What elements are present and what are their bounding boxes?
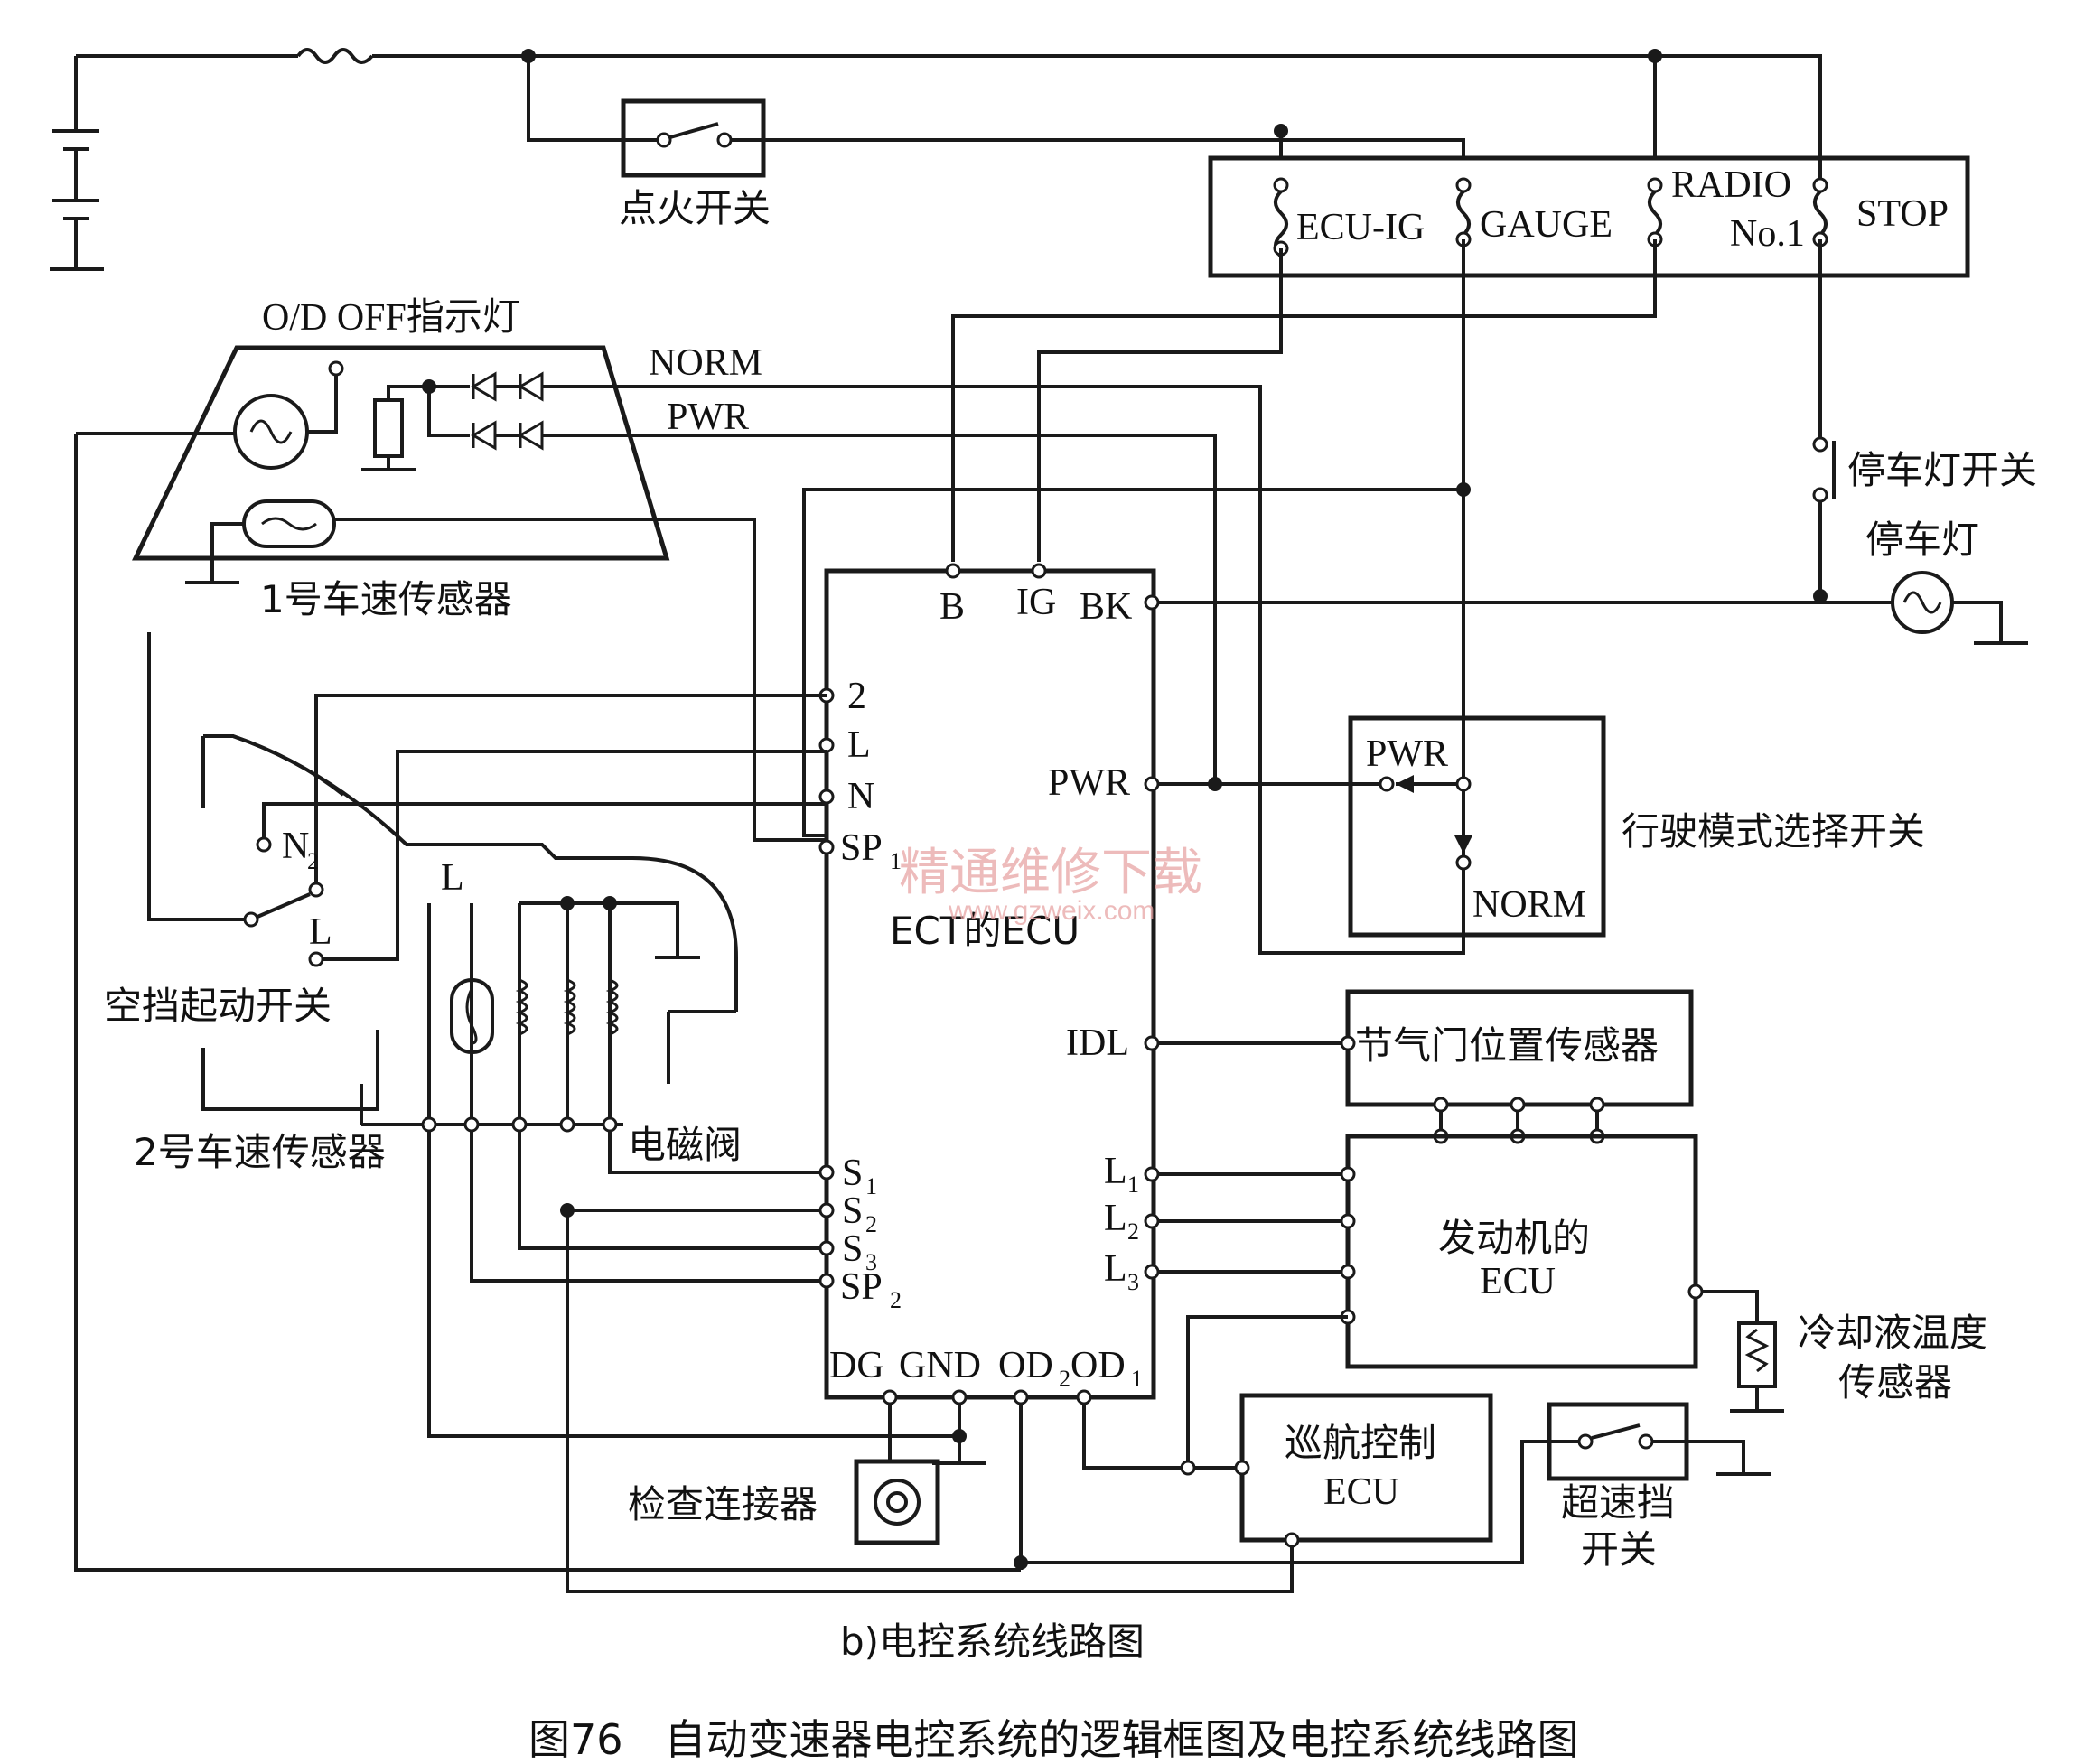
stop-lamp-label: 停车灯	[1865, 518, 1979, 562]
wire-pwr-label: PWR	[667, 397, 749, 438]
stop-lamp-switch	[1812, 436, 1836, 503]
battery-icon	[50, 129, 104, 271]
pin-s2-label: S	[842, 1190, 863, 1232]
pin-od1-sub: 1	[1131, 1366, 1143, 1392]
pin-od1-label: OD	[1070, 1345, 1126, 1386]
fuse-no1-label: No.1	[1730, 213, 1805, 255]
pin-l2-label: L	[1104, 1198, 1127, 1239]
pin-s3-sub: 3	[865, 1249, 877, 1275]
pin-bk-label: BK	[1080, 586, 1132, 628]
watermark-url: www.gzweix.com	[948, 896, 1155, 926]
wire-norm-label: NORM	[649, 342, 762, 384]
fuse-ecu-ig-label: ECU-IG	[1296, 207, 1425, 248]
coolant-sensor-line2: 传感器	[1838, 1360, 1952, 1405]
pin-pwr-label: PWR	[1048, 762, 1130, 804]
fuse-output-wiring	[802, 239, 1822, 939]
od-switch-line2: 开关	[1581, 1527, 1657, 1572]
pin-l1-sub: 1	[1127, 1171, 1139, 1198]
pin-dg-label: DG	[829, 1345, 884, 1386]
led-pwr-icon	[471, 420, 544, 451]
check-connector	[854, 1404, 1028, 1570]
engine-ecu-box	[1158, 1134, 1704, 1369]
overdrive-switch	[1021, 1402, 1771, 1564]
coolant-sensor-line1: 冷却液温度	[1798, 1311, 1987, 1355]
pin-s1-sub: 1	[865, 1173, 877, 1199]
pin-l-label: L	[847, 724, 871, 766]
pin-ig-label: IG	[1016, 582, 1056, 623]
top-bus-wiring	[74, 48, 1822, 269]
pin-l3-sub: 3	[1127, 1269, 1139, 1295]
nss-n2-sub: 2	[307, 848, 319, 874]
engine-ecu-line1: 发动机的	[1438, 1216, 1590, 1260]
pin-2-label: 2	[847, 676, 866, 717]
pin-n-label: N	[847, 776, 874, 817]
solenoid-assembly	[360, 896, 959, 1438]
speed-sensor-2-label: 2号车速传感器	[134, 1130, 386, 1174]
nss-l-label: L	[309, 911, 332, 953]
watermark-text: 精通维修下载	[899, 844, 1202, 902]
mode-switch-norm-label: NORM	[1472, 884, 1586, 926]
cruise-control-ecu-box	[566, 1215, 1493, 1593]
pin-l3-label: L	[1104, 1248, 1127, 1290]
mode-wiring	[74, 385, 1465, 1572]
nss-n2-label: N	[282, 826, 309, 867]
fuse-gauge-label: GAUGE	[1480, 204, 1613, 246]
solenoid-label: 电磁阀	[628, 1123, 742, 1167]
led-norm-icon	[471, 371, 544, 402]
figure-caption: 图76 自动变速器电控系统的逻辑框图及电控系统线路图	[528, 1715, 1579, 1764]
stop-lamp	[1152, 571, 2028, 645]
mode-switch-label: 行驶模式选择开关	[1622, 809, 1925, 854]
pin-s2-sub: 2	[865, 1211, 877, 1237]
ect-ecu-title: ECT的ECU	[890, 909, 1080, 953]
pin-s3-label: S	[842, 1228, 863, 1270]
pin-b-label: B	[939, 586, 965, 628]
fuse-radio-label: RADIO	[1671, 164, 1791, 206]
coolant-temp-sensor-icon	[1702, 1290, 1784, 1413]
main-fuse-icon	[296, 48, 374, 64]
ect-ecu-box	[824, 568, 1156, 1400]
check-connector-label: 检查连接器	[628, 1482, 818, 1526]
mode-switch-pwr-label: PWR	[1366, 733, 1448, 775]
diagram-subtitle: b)电控系统线路图	[840, 1619, 1145, 1664]
od-switch-line1: 超速挡	[1561, 1480, 1675, 1525]
pin-idl-label: IDL	[1066, 1022, 1129, 1064]
neutral-start-switch	[147, 632, 827, 1111]
cruise-ecu-line1: 巡航控制	[1285, 1421, 1436, 1465]
pin-l1-label: L	[1104, 1151, 1127, 1192]
od-off-lamp-title: O/D OFF指示灯	[262, 297, 520, 339]
pin-sp1-label: SP	[840, 827, 883, 869]
pin-sp2-label: SP	[840, 1266, 883, 1308]
cruise-ecu-line2: ECU	[1323, 1471, 1399, 1513]
ignition-switch-label: 点火开关	[619, 186, 771, 230]
stop-lamp-switch-label: 停车灯开关	[1847, 448, 2037, 492]
pin-od2-label: OD	[998, 1345, 1053, 1386]
mode-select-switch	[1158, 715, 1606, 938]
fuse-stop-label: STOP	[1856, 193, 1949, 235]
pin-od2-sub: 2	[1059, 1366, 1070, 1392]
pin-gnd-label: GND	[899, 1345, 981, 1386]
neutral-start-switch-label: 空挡起动开关	[104, 984, 332, 1028]
pin-s1-label: S	[842, 1153, 863, 1194]
solenoid-l-label: L	[441, 857, 464, 899]
throttle-position-sensor	[1158, 989, 1694, 1144]
speed-sensor-1-label: 1号车速传感器	[260, 577, 512, 621]
throttle-sensor-label: 节气门位置传感器	[1355, 1023, 1659, 1068]
ignition-switch	[621, 98, 766, 178]
engine-ecu-line2: ECU	[1480, 1261, 1556, 1302]
pin-l2-sub: 2	[1127, 1218, 1139, 1245]
pin-sp1-sub: 1	[890, 848, 902, 874]
pin-sp2-sub: 2	[890, 1287, 902, 1313]
